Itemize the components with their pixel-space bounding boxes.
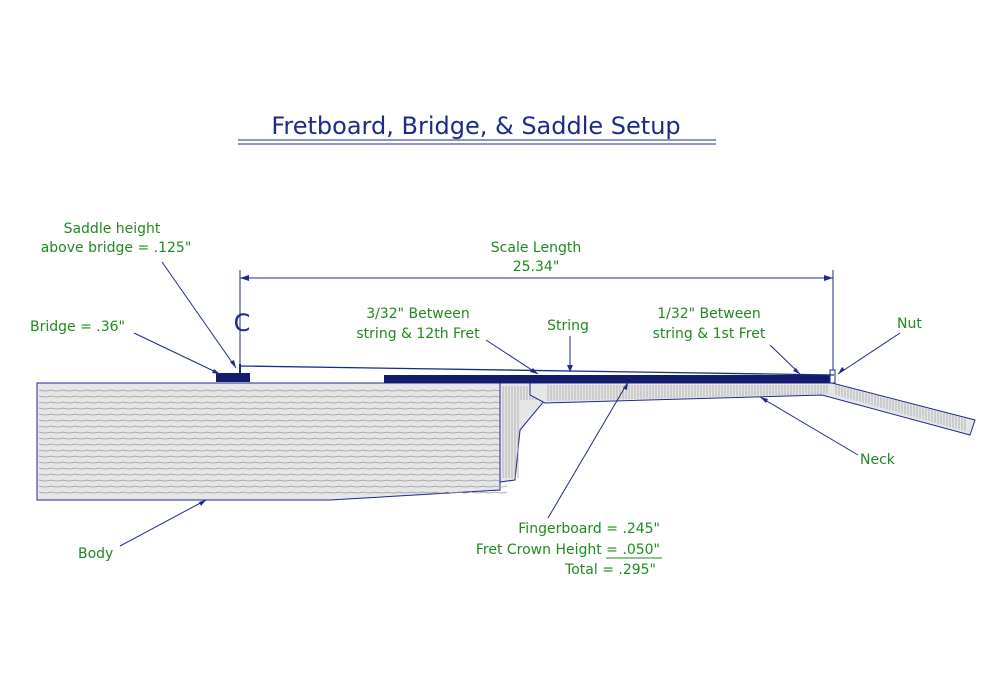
fret-crown-suffix: ": [654, 542, 660, 558]
scale-length-label: Scale Length: [491, 240, 581, 256]
fret-crown-value: .050: [622, 542, 653, 558]
bridge: [216, 373, 250, 382]
nut-label: Nut: [897, 316, 922, 332]
total-label: Total = .295": [564, 562, 656, 578]
saddle-height-label-line1: Saddle height: [64, 221, 161, 237]
between-12th-label-line2: string & 12th Fret: [356, 326, 480, 342]
leader-arrows: [199, 360, 845, 506]
fingerboard-label: Fingerboard = .245": [518, 521, 660, 537]
between-1st-label-line2: string & 1st Fret: [653, 326, 766, 342]
guitar-body: [36, 382, 508, 501]
scale-length-dimension: [239, 270, 834, 370]
saddle-height-label-line2: above bridge = .125": [41, 240, 192, 256]
string: [239, 365, 835, 376]
bridge-label: Bridge = .36": [30, 319, 125, 335]
scale-length-value: 25.34": [513, 259, 560, 275]
compensation-label: C: [234, 309, 251, 337]
between-1st-label-line1: 1/32" Between: [657, 306, 761, 322]
body-label: Body: [78, 546, 113, 562]
fret-crown-label: Fret Crown Height = .050": [476, 542, 660, 558]
neck-heel: [499, 382, 546, 483]
neck-label: Neck: [860, 452, 896, 468]
fret-crown-prefix: Fret Crown Height =: [476, 542, 623, 558]
diagram-title: Fretboard, Bridge, & Saddle Setup: [271, 112, 680, 140]
string-label: String: [547, 318, 589, 334]
between-12th-label-line1: 3/32" Between: [366, 306, 470, 322]
fingerboard: [384, 375, 832, 383]
neck: [529, 382, 976, 436]
body-grain: [38, 389, 508, 494]
nut: [829, 369, 836, 384]
